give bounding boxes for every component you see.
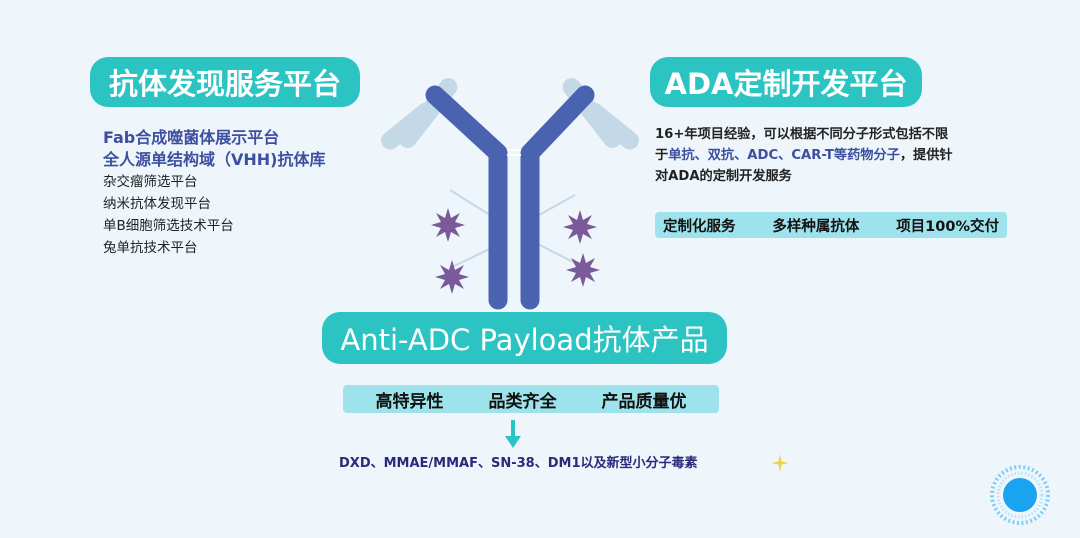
- payload-list: DXD、MMAE/MMAF、SN-38、DM1以及新型小分子毒素: [339, 456, 698, 471]
- platform-highlight-fab: Fab合成噬菌体展示平台: [103, 128, 280, 147]
- platform-highlight-vhh: 全人源单结构域（VHH)抗体库: [103, 150, 326, 169]
- ada-desc-line: 于单抗、双抗、ADC、CAR-T等药物分子，提供针: [655, 148, 953, 163]
- antibody-illustration: [381, 77, 639, 310]
- ada-platform-title: ADA定制开发平台: [650, 57, 922, 107]
- logo-badge-icon: [990, 465, 1050, 525]
- feature-label: 产品质量优: [601, 391, 687, 412]
- feature-label: 多样种属抗体: [772, 218, 860, 235]
- feature-label: 定制化服务: [663, 218, 736, 235]
- molecule-types: 单抗、双抗、ADC、CAR-T等药物分子: [668, 148, 900, 163]
- ada-description: 16+年项目经验，可以根据不同分子形式包括不限 于单抗、双抗、ADC、CAR-T…: [655, 124, 1035, 187]
- platform-item: 单B细胞筛选技术平台: [103, 218, 234, 234]
- platform-item: 纳米抗体发现平台: [103, 196, 211, 212]
- anti-adc-payload-title: Anti-ADC Payload抗体产品: [322, 312, 727, 364]
- ada-desc-line: 16+年项目经验，可以根据不同分子形式包括不限: [655, 127, 949, 142]
- ada-desc-line: 对ADA的定制开发服务: [655, 169, 792, 184]
- sparkle-icon: [771, 454, 789, 472]
- down-arrow-icon: [505, 420, 521, 448]
- ada-features-bar: 定制化服务 多样种属抗体 项目100%交付: [655, 212, 1007, 238]
- feature-label: 高特异性: [375, 391, 444, 412]
- platform-item: 杂交瘤筛选平台: [103, 174, 198, 190]
- feature-label: 品类齐全: [488, 391, 557, 412]
- payload-star: [431, 208, 600, 294]
- platform-item: 兔单抗技术平台: [103, 240, 198, 256]
- feature-label: 项目100%交付: [896, 218, 999, 235]
- antibody-discovery-title: 抗体发现服务平台: [90, 57, 360, 107]
- product-features-bar: 高特异性 品类齐全 产品质量优: [343, 385, 719, 413]
- discovery-platform-list: Fab合成噬菌体展示平台 全人源单结构域（VHH)抗体库 杂交瘤筛选平台 纳米抗…: [103, 127, 325, 259]
